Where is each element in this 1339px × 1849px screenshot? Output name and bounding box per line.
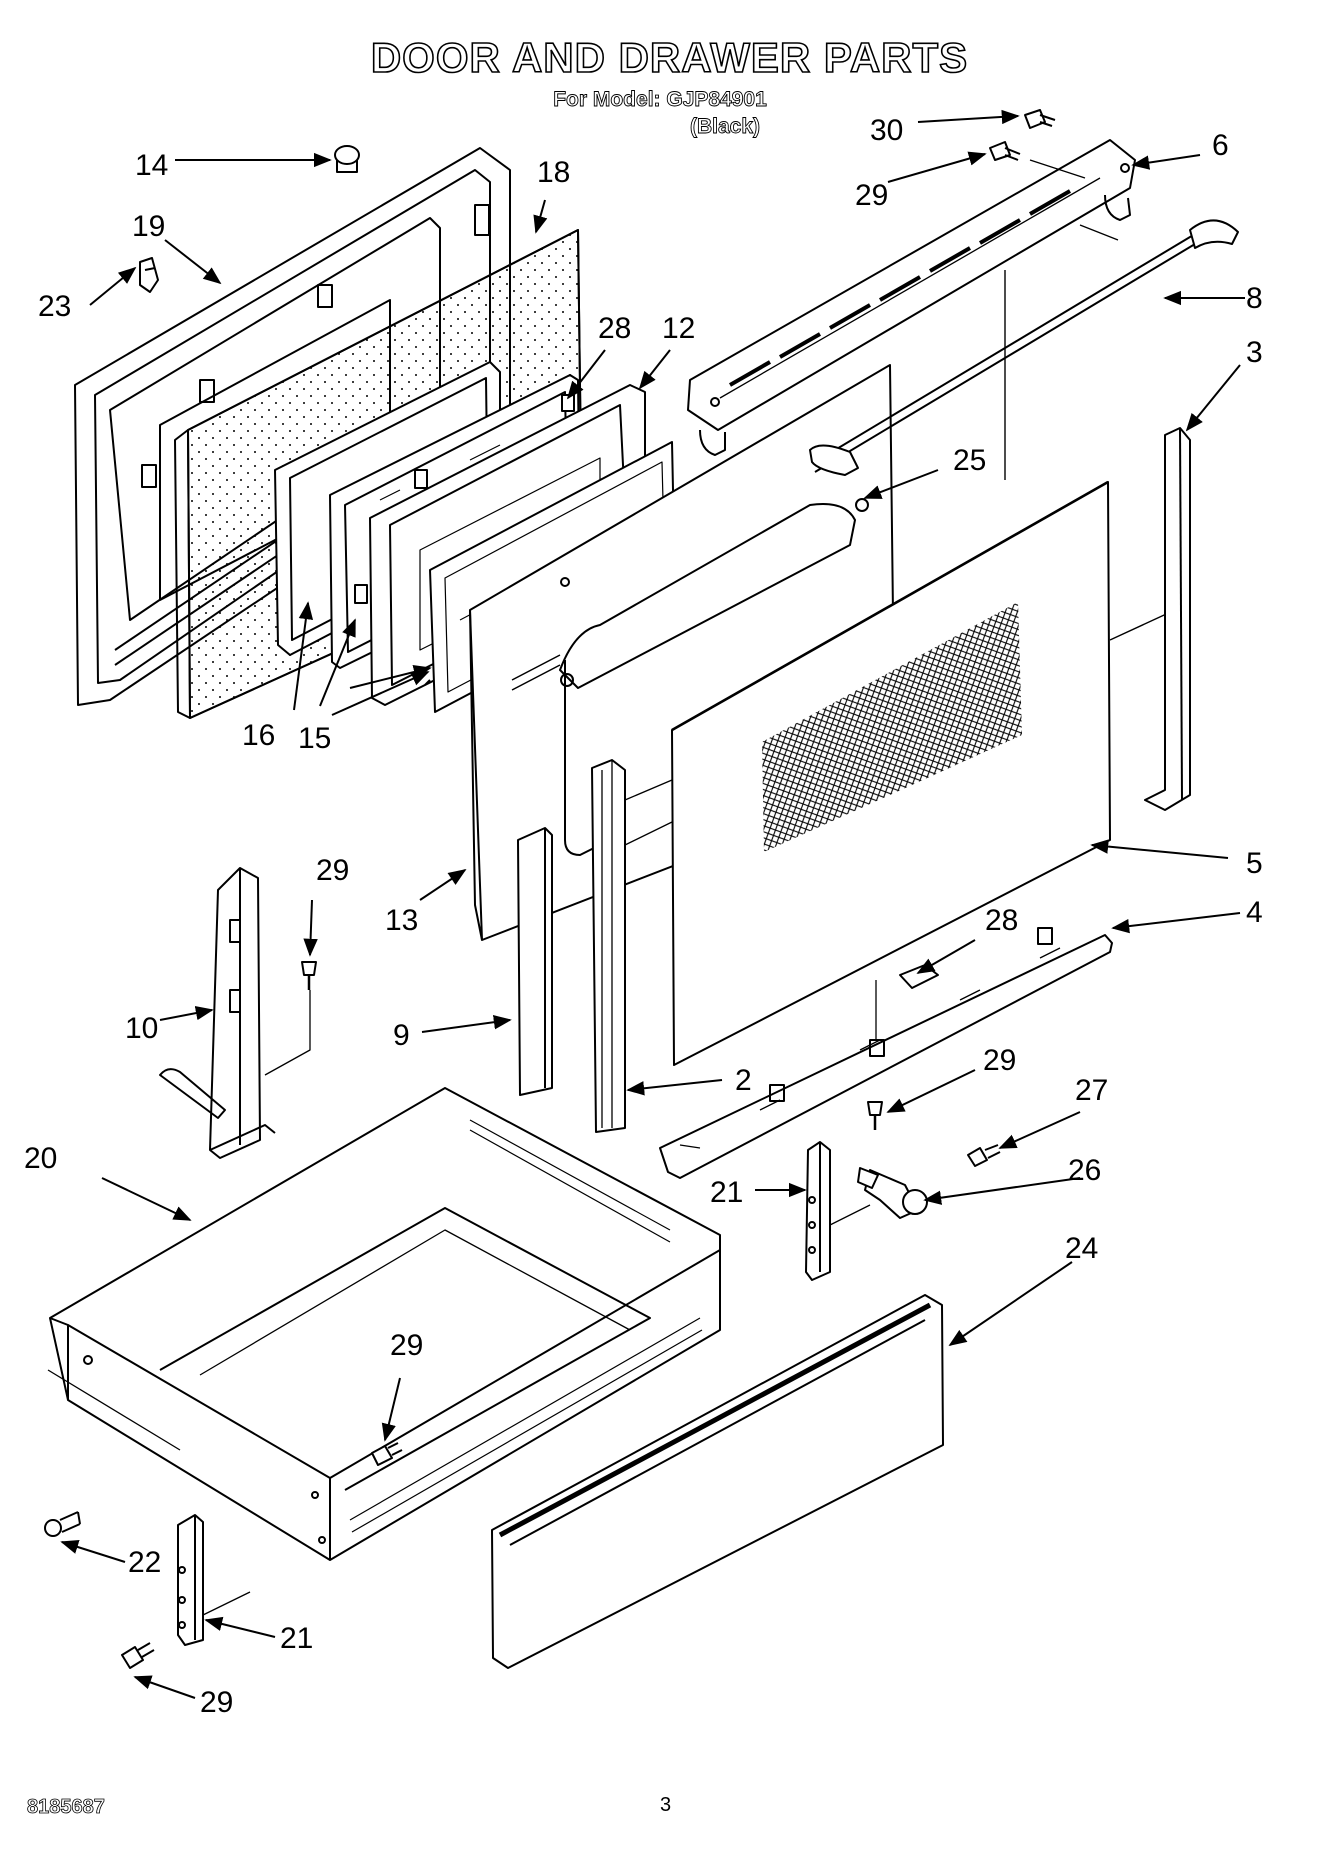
screw-30 [1024, 109, 1056, 129]
side-trim-3 [1144, 427, 1191, 811]
callout-labels: 14 19 23 18 28 12 30 29 6 8 3 25 16 15 5… [24, 114, 1263, 1719]
callout-30: 30 [870, 114, 903, 147]
callout-23: 23 [38, 290, 71, 323]
screw-29-top [989, 141, 1119, 241]
callout-4: 4 [1246, 896, 1263, 929]
callout-6: 6 [1212, 129, 1229, 162]
bottom-bracket-4 [659, 927, 1113, 1179]
callout-13: 13 [385, 904, 418, 937]
callout-26: 26 [1068, 1154, 1101, 1187]
callout-16: 16 [242, 719, 275, 752]
callout-15: 15 [298, 722, 331, 755]
callout-22: 22 [128, 1546, 161, 1579]
callout-21-right: 21 [710, 1176, 743, 1209]
screw-27 [967, 1144, 1001, 1167]
callout-3: 3 [1246, 336, 1263, 369]
document-number: 8185687 [27, 1796, 106, 1819]
callout-29-bracket: 29 [316, 854, 349, 887]
callout-28-lower: 28 [985, 904, 1018, 937]
door-handle-25 [559, 498, 869, 856]
callout-12: 12 [662, 312, 695, 345]
callout-29-lower-left: 29 [200, 1686, 233, 1719]
callout-25: 25 [953, 444, 986, 477]
plug-14 [334, 145, 360, 173]
rod-8 [809, 219, 1239, 476]
bracket-10 [159, 867, 311, 1159]
callout-24: 24 [1065, 1232, 1098, 1265]
screw-29-bracket [301, 961, 317, 990]
clip-23 [139, 257, 159, 293]
callout-8: 8 [1246, 282, 1263, 315]
drawer-front-24 [491, 1294, 944, 1669]
drawer-bracket-21b [177, 1514, 251, 1646]
callout-2: 2 [735, 1064, 752, 1097]
callout-29-top: 29 [855, 179, 888, 212]
vent-trim-6 [687, 139, 1136, 456]
callout-9: 9 [393, 1019, 410, 1052]
model-line: For Model: GJP84901 [553, 88, 767, 112]
callout-28-upper: 28 [598, 312, 631, 345]
callout-14: 14 [135, 149, 168, 182]
callout-arrows [60, 109, 1245, 1699]
roller-26 [857, 1167, 928, 1219]
callout-29-bottom-bracket: 29 [983, 1044, 1016, 1077]
clip-28-lower [899, 964, 939, 989]
callout-18: 18 [537, 156, 570, 189]
color-line: (Black) [689, 115, 761, 139]
callout-10: 10 [125, 1012, 158, 1045]
callout-27: 27 [1075, 1074, 1108, 1107]
callout-29-drawer: 29 [390, 1329, 423, 1362]
outer-door-panel-5 [671, 270, 1176, 1066]
page-number: 3 [660, 1794, 672, 1816]
callout-19: 19 [132, 210, 165, 243]
screw-29-drawer [371, 1442, 403, 1466]
screw-29-bottom-bracket [867, 980, 883, 1130]
drawer-bracket-21a [805, 1141, 871, 1281]
callout-5: 5 [1246, 847, 1263, 880]
screw-29-lower-left [121, 1642, 155, 1669]
spacer-9 [517, 827, 553, 1096]
callout-20: 20 [24, 1142, 57, 1175]
screw-22 [44, 1511, 81, 1537]
diagram-title: DOOR AND DRAWER PARTS [370, 33, 969, 82]
callout-21-left: 21 [280, 1622, 313, 1655]
channel-2 [591, 759, 673, 1133]
